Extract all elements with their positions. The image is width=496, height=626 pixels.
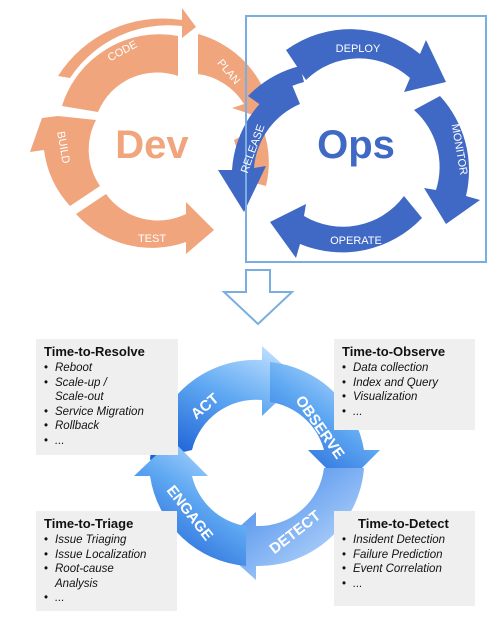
ops-step-deploy: DEPLOY	[336, 43, 381, 55]
ops-arrow-operate	[270, 196, 422, 258]
list-item: Failure Prediction	[342, 548, 475, 563]
list-item: ...	[44, 434, 178, 449]
dev-arrow-build	[30, 116, 100, 206]
list-item: Service Migration	[44, 405, 178, 420]
dev-arrow-code	[58, 8, 196, 78]
cycle-arrow-engage	[134, 440, 246, 566]
list-item: Issue Localization	[44, 548, 177, 563]
ops-arrow-deploy	[286, 29, 446, 92]
ops-label: Ops	[317, 123, 395, 167]
ops-arrow-monitor	[414, 96, 480, 224]
list-item: Reboot	[44, 361, 178, 376]
list-item: ...	[342, 405, 475, 420]
ops-arrow-release	[218, 80, 300, 212]
list-item: Index and Query	[342, 376, 475, 391]
list-item: Insident Detection	[342, 533, 475, 548]
list-item: Root-cause	[44, 562, 177, 577]
time-to-detect-box: Time-to-Detect Insident Detection Failur…	[334, 511, 475, 606]
dev-step-test: TEST	[138, 233, 166, 245]
box-title: Time-to-Triage	[44, 516, 134, 531]
ops-step-operate: OPERATE	[330, 235, 382, 247]
list-item: Data collection	[342, 361, 475, 376]
box-list: Data collection Index and Query Visualiz…	[342, 361, 475, 419]
cycle-arrow-detect	[218, 468, 364, 580]
ops-arrow-release-2	[248, 66, 304, 106]
list-item: Event Correlation	[342, 562, 475, 577]
box-title: Time-to-Detect	[358, 516, 449, 531]
box-list: Issue Triaging Issue Localization Root-c…	[44, 533, 177, 606]
list-item: Issue Triaging	[44, 533, 177, 548]
list-item: Rollback	[44, 419, 178, 434]
list-item-continued: Scale-out	[55, 391, 104, 404]
box-list: Reboot Scale-up / Scale-out Service Migr…	[44, 361, 178, 449]
time-to-triage-box: Time-to-Triage Issue Triaging Issue Loca…	[36, 511, 177, 611]
dev-arrow-code-body	[62, 34, 178, 113]
time-to-resolve-box: Time-to-Resolve Reboot Scale-up / Scale-…	[36, 339, 178, 455]
down-arrow-icon	[221, 269, 295, 326]
dev-step-build: BUILD	[54, 130, 71, 164]
box-title: Time-to-Observe	[342, 344, 446, 359]
list-item: ...	[342, 577, 475, 592]
box-title: Time-to-Resolve	[44, 344, 145, 359]
list-item: ...	[44, 591, 177, 606]
time-to-observe-box: Time-to-Observe Data collection Index an…	[334, 339, 475, 430]
list-item-continued: Analysis	[55, 577, 98, 590]
list-item: Scale-up /	[44, 376, 178, 391]
cycle-arrow-act	[150, 346, 300, 460]
dev-arrow-test	[76, 194, 214, 254]
dev-label: Dev	[115, 123, 189, 167]
cycle-arrow-observe	[270, 362, 380, 486]
ops-loop	[218, 29, 480, 258]
box-list: Insident Detection Failure Prediction Ev…	[342, 533, 475, 591]
incident-cycle	[134, 346, 380, 580]
ops-frame	[245, 15, 487, 263]
list-item: Visualization	[342, 390, 475, 405]
